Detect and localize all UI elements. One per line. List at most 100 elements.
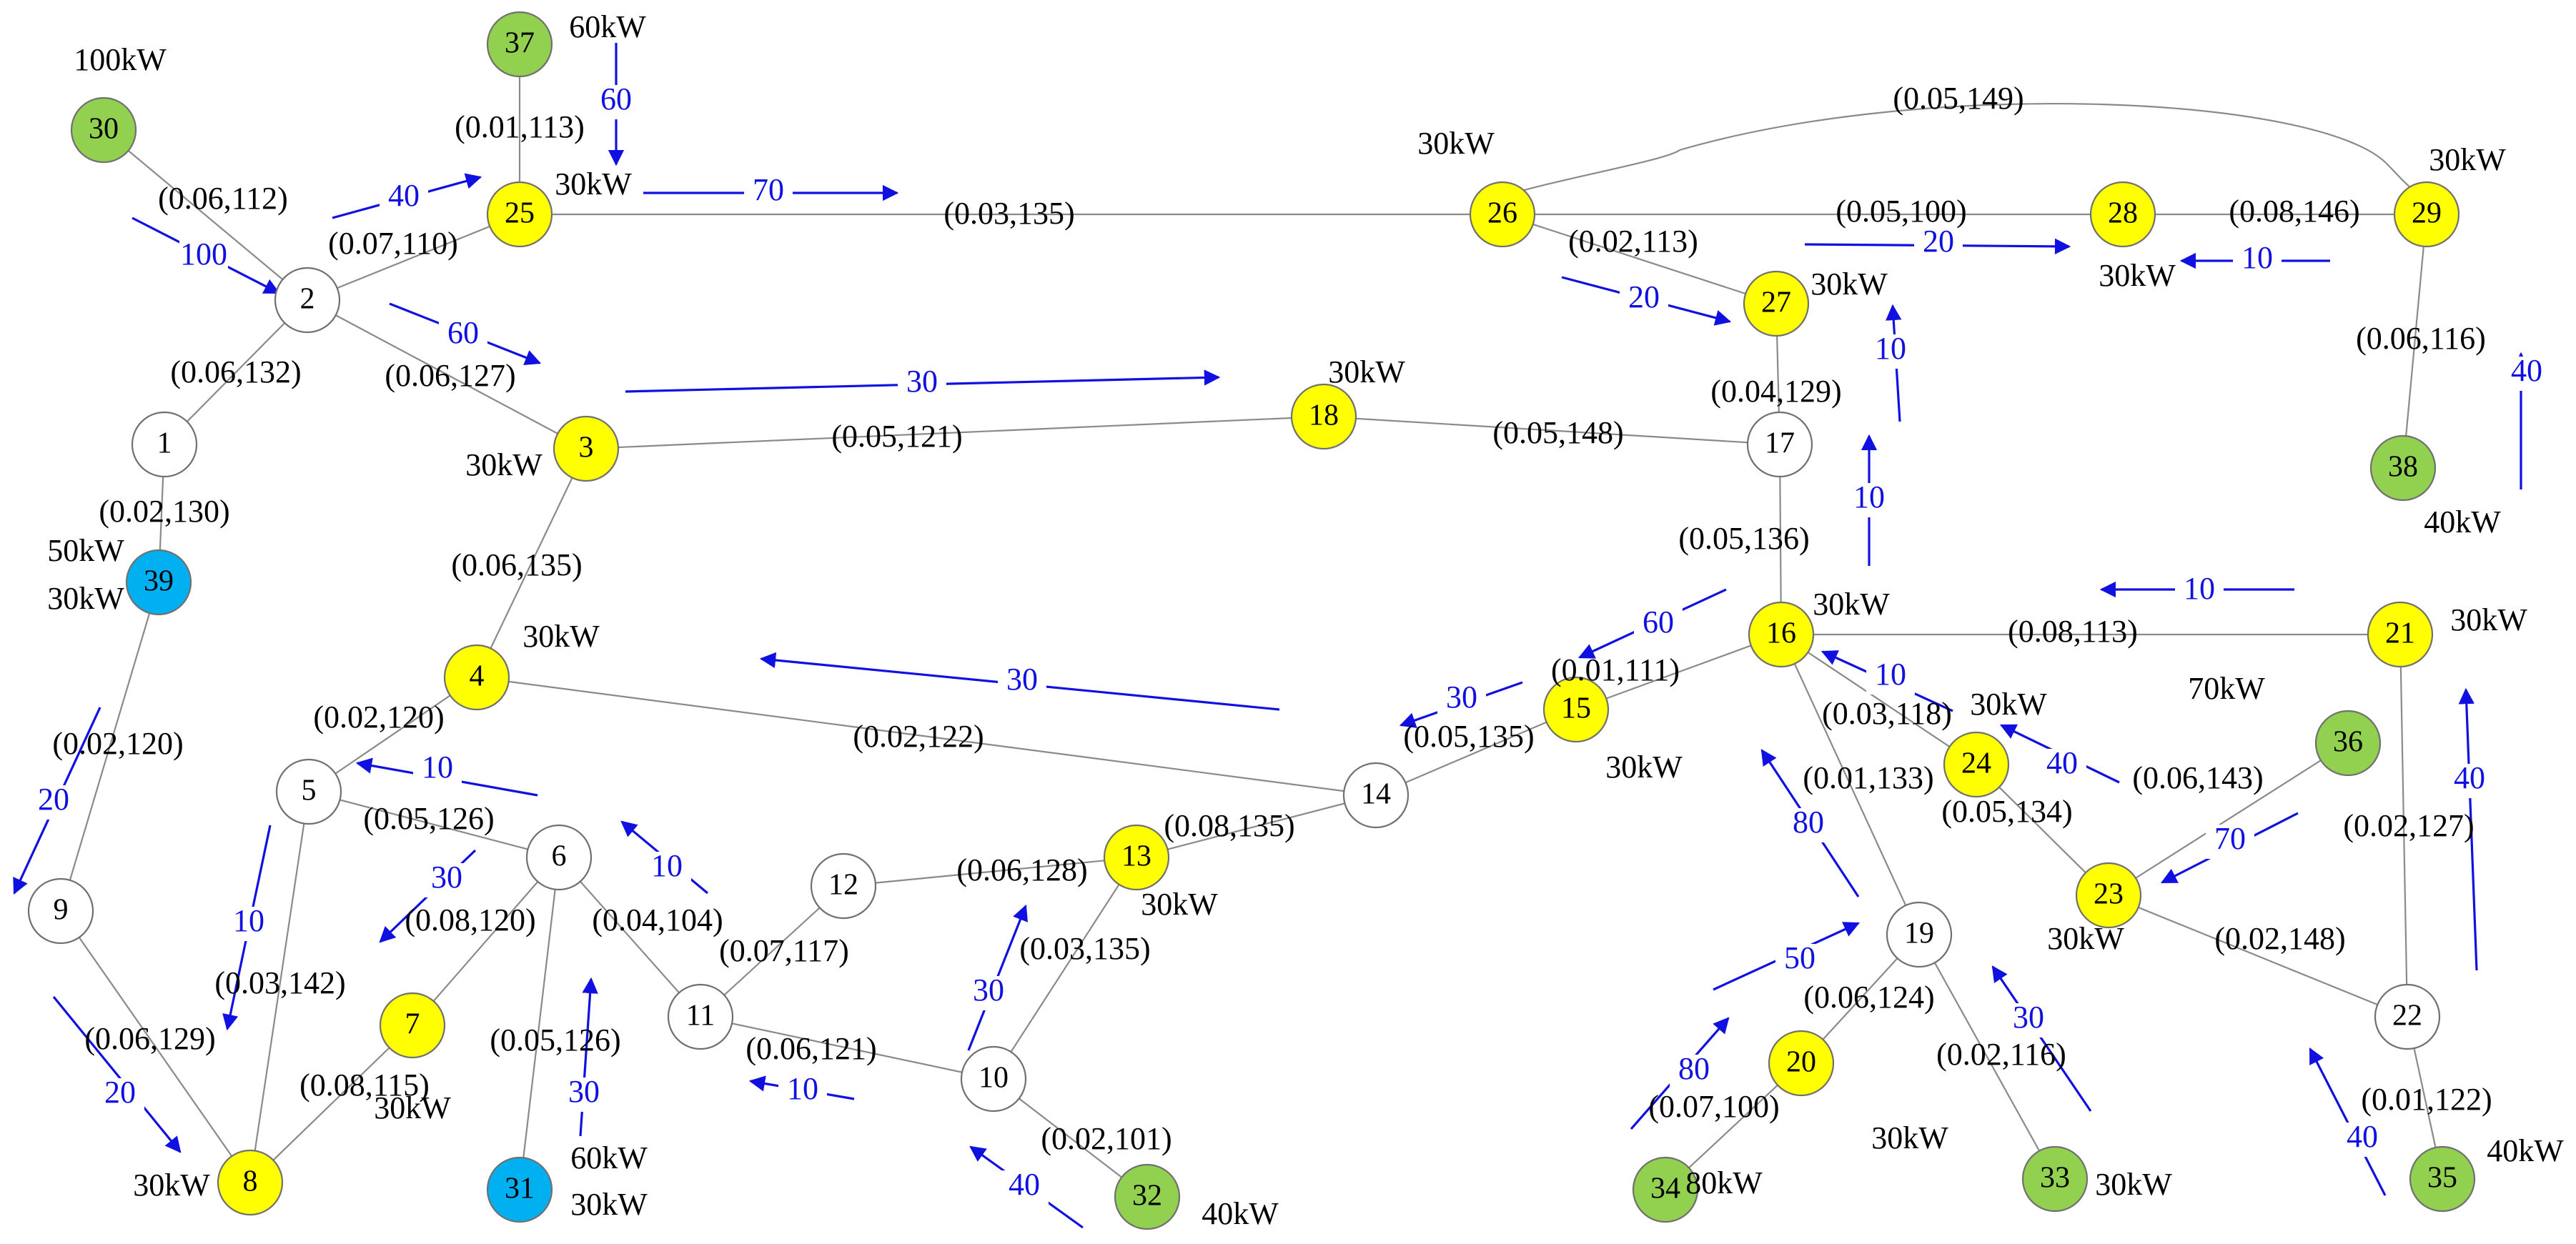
edge-impedance-label: (0.05,134) (1941, 794, 2072, 829)
flow-value-label: 40 (2046, 745, 2078, 780)
edge-impedance-label: (0.03,142) (214, 965, 345, 1000)
flow-arrows-layer (13, 43, 2551, 1229)
node-13 (1103, 824, 1170, 891)
flow-value-label: 40 (2511, 353, 2542, 388)
edge-impedance-label: (0.06,143) (2132, 760, 2263, 795)
node-22 (2374, 983, 2441, 1050)
flow-value-label: 10 (1875, 331, 1906, 366)
edge-line (1780, 634, 1920, 935)
flow-arrow (2458, 687, 2478, 971)
flow-value-label: 10 (787, 1071, 818, 1106)
node-power-label: 30kW (1417, 126, 1495, 161)
flow-label-backing (1670, 1055, 1718, 1089)
flow-label-backing (560, 1078, 608, 1112)
node-power-label: 30kW (374, 1090, 451, 1125)
node-id-label: 31 (505, 1173, 535, 1205)
edge-line (700, 1015, 994, 1080)
edge-line (558, 857, 701, 1017)
node-id-label: 38 (2388, 451, 2418, 484)
node-1 (131, 411, 198, 478)
flow-value-label: 10 (651, 848, 683, 883)
flow-label-backing (2038, 749, 2086, 783)
edge-impedance-label: (0.02,116) (1936, 1037, 2066, 1072)
node-id-label: 39 (144, 565, 174, 598)
flow-value-label: 10 (1875, 657, 1906, 692)
flow-label-backing (1784, 808, 1833, 842)
flow-label-backing (2175, 574, 2224, 609)
node-10 (960, 1045, 1027, 1113)
flow-arrow (2309, 1048, 2387, 1196)
node-id-label: 10 (979, 1062, 1009, 1095)
node-16 (1748, 601, 1815, 668)
flow-label-backing (422, 863, 471, 897)
edge-impedance-label: (0.07,117) (719, 933, 849, 968)
flow-value-label: 10 (2184, 571, 2215, 606)
node-id-label: 20 (1786, 1046, 1816, 1079)
edge-line (2108, 742, 2349, 896)
edge-impedance-label: (0.05,100) (1836, 194, 1966, 229)
flow-label-backing (2004, 1003, 2053, 1038)
edge-impedance-label: (0.05,126) (490, 1022, 620, 1058)
edge-line (249, 791, 310, 1183)
flow-value-label: 20 (38, 782, 69, 817)
edge-line (307, 299, 587, 449)
edge-impedance-label: (0.01,133) (1803, 760, 1933, 795)
edge-impedance-label: (0.07,100) (1648, 1089, 1779, 1124)
node-power-label: 50kW (47, 533, 124, 568)
node-26 (1469, 181, 1536, 248)
edge-impedance-label: (0.06,132) (170, 354, 301, 389)
node-27 (1743, 270, 1810, 337)
node-15 (1542, 676, 1610, 743)
edge-line (412, 857, 560, 1026)
flow-arrow (1991, 965, 2092, 1112)
edge-impedance-label: (0.06,128) (956, 852, 1087, 887)
edge-line (1575, 633, 1782, 711)
node-power-label: 30kW (570, 1187, 648, 1222)
edge-impedance-label: (0.01,111) (1551, 652, 1680, 687)
edge-line (476, 448, 587, 678)
flow-value-label: 30 (973, 972, 1004, 1007)
node-31 (486, 1156, 553, 1223)
node-14 (1342, 762, 1410, 829)
flow-label-backing (1437, 683, 1486, 717)
edge-line (1918, 934, 2056, 1180)
node-power-label: 30kW (47, 581, 124, 616)
node-8 (217, 1149, 284, 1216)
node-id-label: 8 (243, 1165, 258, 1198)
flow-value-label: 60 (600, 81, 632, 116)
node-id-label: 26 (1487, 197, 1517, 230)
edge-impedance-label: (0.01,122) (2361, 1082, 2492, 1117)
flow-label-backing (1620, 283, 1668, 317)
flow-label-backing (898, 367, 946, 402)
node-power-label: 80kW (1685, 1165, 1763, 1200)
node-power-label: 40kW (2487, 1133, 2564, 1168)
node-25 (486, 181, 553, 248)
node-power-label: 30kW (1605, 750, 1683, 785)
edge-impedance-label: (0.03,135) (943, 196, 1074, 231)
node-id-label: 4 (470, 660, 485, 693)
node-id-label: 27 (1761, 287, 1791, 319)
flow-label-backing (179, 240, 228, 274)
node-id-label: 37 (505, 27, 535, 60)
labels-layer: (0.06,112)(0.07,110)(0.01,113)(0.03,135)… (38, 9, 2564, 1231)
flow-label-backing (439, 319, 487, 353)
flow-value-label: 70 (2214, 821, 2246, 856)
node-power-label: 30kW (1328, 354, 1405, 389)
flow-label-backing (2206, 825, 2254, 859)
flow-value-label: 40 (2347, 1119, 2378, 1154)
flow-value-label: 70 (753, 172, 784, 207)
edge-impedance-label: (0.02,127) (2343, 808, 2474, 843)
edge-impedance-label: (0.07,110) (328, 226, 458, 261)
node-id-label: 6 (552, 840, 567, 873)
flow-label-backing (1000, 1170, 1049, 1205)
node-id-label: 5 (302, 775, 317, 807)
edge-impedance-label: (0.08,120) (405, 902, 535, 937)
edge-line (2108, 894, 2408, 1018)
node-17 (1746, 411, 1813, 478)
node-32 (1114, 1163, 1181, 1230)
edge-line (993, 857, 1137, 1080)
flow-value-label: 30 (431, 860, 462, 895)
node-29 (2393, 181, 2460, 248)
edge-line (585, 415, 1324, 450)
node-power-label: 60kW (569, 9, 646, 44)
